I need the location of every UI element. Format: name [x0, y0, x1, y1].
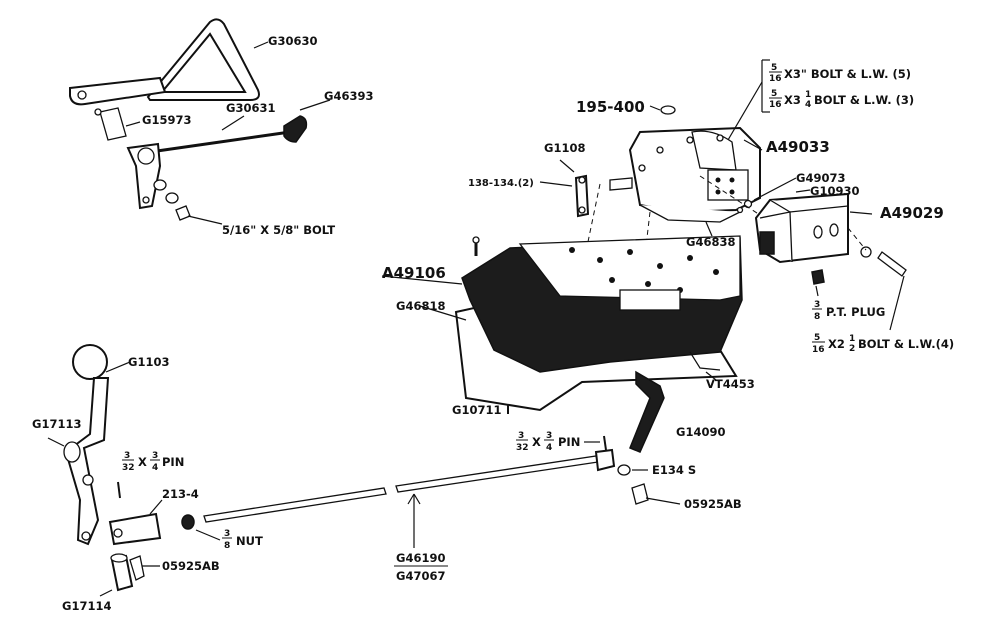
svg-text:4: 4 [805, 100, 811, 110]
svg-text:X: X [532, 435, 541, 449]
label-g17114: G17114 [62, 599, 111, 613]
svg-text:5: 5 [771, 89, 777, 99]
svg-text:3: 3 [152, 451, 158, 461]
svg-text:16: 16 [769, 74, 782, 84]
svg-text:32: 32 [516, 443, 529, 453]
svg-text:5: 5 [814, 333, 820, 343]
label-pin-right: 3 32 X 3 4 PIN [516, 431, 600, 453]
shift-rod-assembly [203, 370, 681, 548]
svg-text:4: 4 [546, 443, 552, 453]
svg-text:BOLT & L.W.(4): BOLT & L.W.(4) [858, 337, 954, 351]
svg-text:X2: X2 [828, 337, 845, 351]
label-g30631: G30631 [226, 101, 275, 115]
label-195-400: 195-400 [576, 98, 645, 116]
valve-body-assembly [539, 59, 907, 331]
svg-text:G46190: G46190 [396, 551, 445, 565]
label-g17113: G17113 [32, 417, 81, 431]
label-213-4: 213-4 [162, 487, 199, 501]
label-bolt-5: 5 16 X3" BOLT & L.W. (5) [769, 63, 911, 84]
label-pt-plug: 3 8 P.T. PLUG [812, 300, 885, 322]
svg-text:G47067: G47067 [396, 569, 445, 583]
label-e134s: E134 S [652, 463, 696, 477]
label-g46818: G46818 [396, 299, 445, 313]
svg-text:3: 3 [124, 451, 130, 461]
label-bolt-4: 5 16 X2 1 2 BOLT & L.W.(4) [812, 333, 954, 355]
svg-text:PIN: PIN [558, 435, 580, 449]
label-g10930: G10930 [810, 184, 859, 198]
label-05925ab-left: 05925AB [162, 559, 220, 573]
label-vt4453: VT4453 [706, 377, 755, 391]
label-rod-numbers: G46190 G47067 [394, 551, 448, 583]
svg-text:4: 4 [152, 463, 158, 473]
shift-rod-part [203, 487, 387, 523]
label-pin-left: 3 32 X 3 4 PIN [122, 451, 184, 473]
label-nut: 3 8 NUT [222, 529, 263, 551]
shift-knob-part [72, 344, 108, 380]
label-g49073: G49073 [796, 171, 845, 185]
label-g30630: G30630 [268, 34, 317, 48]
svg-text:P.T. PLUG: P.T. PLUG [826, 305, 885, 319]
label-bolt-3: 5 16 X3 1 4 BOLT & L.W. (3) [769, 89, 914, 110]
label-g46393: G46393 [324, 89, 373, 103]
svg-text:PIN: PIN [162, 455, 184, 469]
label-g1103: G1103 [128, 355, 169, 369]
label-g14090: G14090 [676, 425, 725, 439]
label-g1108: G1108 [544, 141, 585, 155]
main-valve-body [381, 235, 743, 412]
label-g15973: G15973 [142, 113, 191, 127]
handle-part [629, 370, 665, 453]
svg-text:X3: X3 [784, 93, 801, 107]
label-a49033: A49033 [766, 138, 830, 156]
svg-text:3: 3 [546, 431, 552, 441]
svg-text:3: 3 [814, 300, 820, 310]
label-a49106: A49106 [382, 264, 446, 282]
svg-text:X: X [138, 455, 147, 469]
svg-text:1: 1 [849, 334, 855, 344]
svg-text:16: 16 [769, 100, 782, 110]
pedal-arm-part [69, 76, 167, 106]
svg-text:5: 5 [771, 63, 777, 73]
svg-text:2: 2 [849, 344, 855, 354]
svg-text:3: 3 [224, 529, 230, 539]
label-05925ab-right: 05925AB [684, 497, 742, 511]
label-g46838: G46838 [686, 235, 735, 249]
bushing-part [99, 107, 127, 141]
svg-text:BOLT & L.W. (3): BOLT & L.W. (3) [814, 93, 914, 107]
svg-text:3: 3 [518, 431, 524, 441]
svg-text:32: 32 [122, 463, 135, 473]
svg-text:X3" BOLT & L.W. (5): X3" BOLT & L.W. (5) [784, 67, 911, 81]
label-g10711: G10711 [452, 403, 501, 417]
label-a49029: A49029 [880, 204, 944, 222]
svg-text:8: 8 [814, 312, 820, 322]
shift-lever-assembly [47, 344, 221, 597]
pedal-assembly [69, 18, 331, 225]
yoke-part [108, 512, 162, 546]
label-bolt-5-16-5-8: 5/16" X 5/8" BOLT [222, 223, 335, 237]
label-138-134: 138-134.(2) [468, 178, 534, 189]
svg-text:16: 16 [812, 345, 825, 355]
svg-text:NUT: NUT [236, 534, 263, 548]
shaft-rod [149, 130, 291, 154]
svg-text:8: 8 [224, 541, 230, 551]
knob-part [283, 115, 308, 143]
svg-text:1: 1 [805, 90, 811, 100]
